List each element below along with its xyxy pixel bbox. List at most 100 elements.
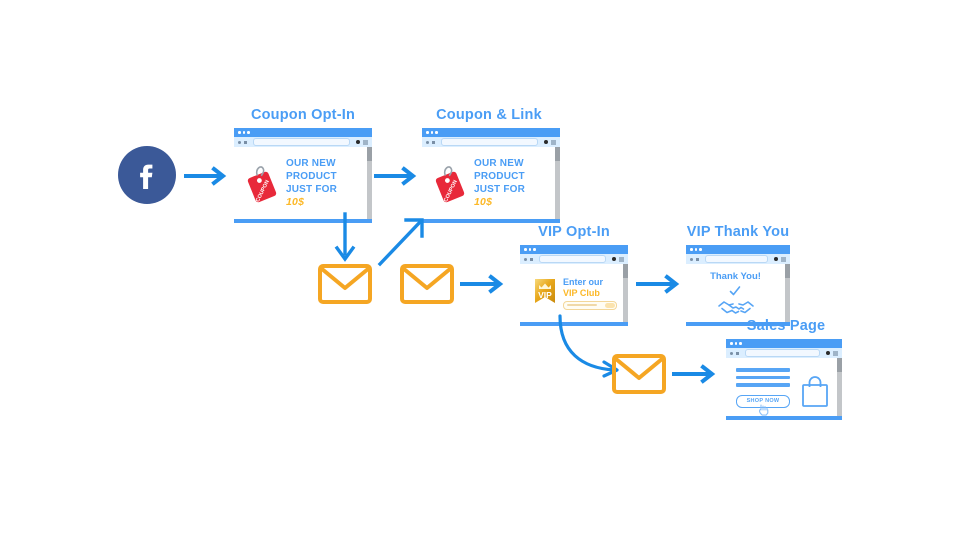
nav-stop-icon[interactable] [736,351,739,355]
arrow-coupon-optin-to-coupon-link [374,166,417,186]
coupon-line-2: PRODUCT [474,171,525,182]
arrow-email-2-to-vip-optin [460,274,504,294]
sales-page-window[interactable]: SHOP NOW [726,339,842,420]
browser-titlebar [234,128,372,137]
nav-stop-icon[interactable] [696,257,699,261]
browser-titlebar [726,339,842,348]
scrollbar-thumb[interactable] [623,264,628,278]
browser-titlebar [422,128,560,137]
browser-footer [726,416,842,420]
browser-footer [686,322,790,326]
menu-icon[interactable] [363,139,368,145]
scrollbar-thumb[interactable] [837,358,842,372]
sales-page-title: Sales Page [746,318,826,334]
address-bar[interactable] [253,138,350,146]
gear-icon[interactable] [355,139,360,145]
address-bar[interactable] [441,138,538,146]
arrow-email-2-to-coupon-link [377,218,424,267]
gear-icon[interactable] [611,256,616,262]
coupon-optin-content: COUPON OUR NEW PRODUCT JUST FOR 10$ [234,147,372,219]
browser-footer [520,322,628,326]
sales-text-line [736,368,790,372]
scrollbar[interactable] [367,147,372,219]
vip-submit-button[interactable] [605,302,615,308]
window-control-dots [524,248,536,251]
handshake-check-icon [717,285,754,314]
sales-text-line [736,383,790,387]
vip-thank-you-window[interactable]: Thank You! [686,245,790,326]
arrow-facebook-to-coupon-optin [184,166,227,186]
nav-stop-icon[interactable] [432,140,435,144]
arrow-email-3-to-sales-page [672,364,716,384]
scrollbar[interactable] [837,358,842,416]
window-control-dots [730,342,742,345]
browser-toolbar [422,137,560,147]
coupon-price: 10$ [286,196,305,208]
menu-icon[interactable] [781,256,786,262]
scrollbar-thumb[interactable] [785,264,790,278]
scrollbar[interactable] [555,147,560,219]
facebook-icon [118,146,176,204]
coupon-offer-text: OUR NEW PRODUCT JUST FOR 10$ [286,157,337,209]
gear-icon[interactable] [825,350,830,356]
sales-page-content: SHOP NOW [726,358,842,416]
browser-titlebar [686,245,790,254]
coupon-line-1: OUR NEW [474,158,524,169]
nav-back-icon[interactable] [238,140,241,144]
scrollbar[interactable] [785,264,790,322]
coupon-optin-window[interactable]: COUPON OUR NEW PRODUCT JUST FOR 10$ [234,128,372,223]
envelope-icon [400,264,454,304]
coupon-optin-title: Coupon Opt-In [250,107,356,123]
window-control-dots [238,131,250,134]
vip-optin-title: VIP Opt-In [538,224,610,240]
vip-optin-window[interactable]: VIP Enter our VIP Club [520,245,628,326]
shop-now-label: SHOP NOW [746,398,780,404]
facebook-node[interactable] [118,146,176,209]
shop-now-button[interactable]: SHOP NOW [736,394,790,416]
window-control-dots [426,131,438,134]
thank-you-message: Thank You! [710,270,761,282]
menu-icon[interactable] [551,139,556,145]
address-bar[interactable] [745,349,820,357]
window-control-dots [690,248,702,251]
nav-back-icon[interactable] [690,257,693,261]
menu-icon[interactable] [619,256,624,262]
address-bar[interactable] [705,255,768,263]
coupon-link-window[interactable]: COUPON OUR NEW PRODUCT JUST FOR 10$ [422,128,560,223]
vip-thank-you-content: Thank You! [686,264,790,322]
cursor-hand-icon [758,403,769,416]
coupon-tag-icon: COUPON [430,161,468,205]
browser-titlebar [520,245,628,254]
coupon-tag-icon: COUPON [242,161,280,205]
scrollbar-thumb[interactable] [555,147,560,161]
address-bar[interactable] [539,255,606,263]
envelope-icon [318,264,372,304]
svg-text:VIP: VIP [538,290,552,300]
scrollbar-thumb[interactable] [367,147,372,161]
vip-email-input[interactable] [563,300,617,310]
email-3-node[interactable] [612,354,666,399]
email-2-node[interactable] [400,264,454,309]
scrollbar[interactable] [623,264,628,322]
menu-icon[interactable] [833,350,838,356]
vip-line-1: Enter our [563,276,604,287]
arrow-vip-optin-to-email-3 [558,314,619,378]
nav-back-icon[interactable] [426,140,429,144]
browser-footer [422,219,560,223]
nav-back-icon[interactable] [730,351,733,355]
coupon-line-1: OUR NEW [286,158,336,169]
email-1-node[interactable] [318,264,372,309]
nav-stop-icon[interactable] [530,257,533,261]
browser-toolbar [234,137,372,147]
arrow-coupon-optin-to-email-1 [334,212,356,262]
nav-stop-icon[interactable] [244,140,247,144]
coupon-line-3: JUST FOR [474,184,526,195]
browser-toolbar [686,254,790,264]
input-placeholder-line [567,304,597,306]
nav-back-icon[interactable] [524,257,527,261]
vip-thank-you-title: VIP Thank You [686,224,790,240]
gear-icon[interactable] [773,256,778,262]
gear-icon[interactable] [543,139,548,145]
vip-optin-content: VIP Enter our VIP Club [520,264,628,322]
sales-text-line [736,375,790,379]
